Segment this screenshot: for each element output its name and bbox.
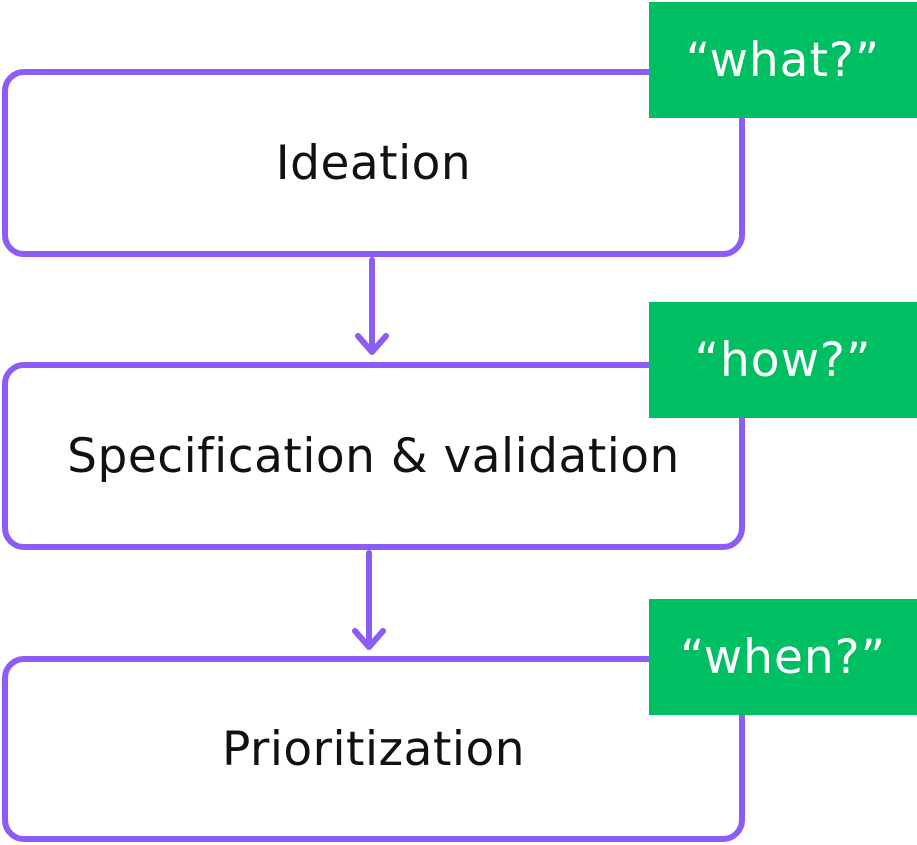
question-tag-when-label: “when?” [680, 629, 886, 685]
question-tag-how-label: “how?” [694, 332, 872, 388]
question-tag-when: “when?” [649, 599, 917, 715]
question-tag-how: “how?” [649, 302, 917, 418]
question-tag-what-label: “what?” [685, 32, 881, 88]
arrow-ideation-to-specification [355, 257, 389, 355]
step-box-ideation: Ideation [2, 69, 745, 257]
question-tag-what: “what?” [649, 2, 917, 118]
step-label-ideation: Ideation [275, 135, 472, 191]
step-label-specification-validation: Specification & validation [67, 428, 680, 484]
step-box-prioritization: Prioritization [2, 656, 745, 842]
step-label-prioritization: Prioritization [221, 721, 526, 777]
arrow-specification-to-prioritization [352, 550, 386, 650]
step-box-specification-validation: Specification & validation [2, 362, 745, 550]
